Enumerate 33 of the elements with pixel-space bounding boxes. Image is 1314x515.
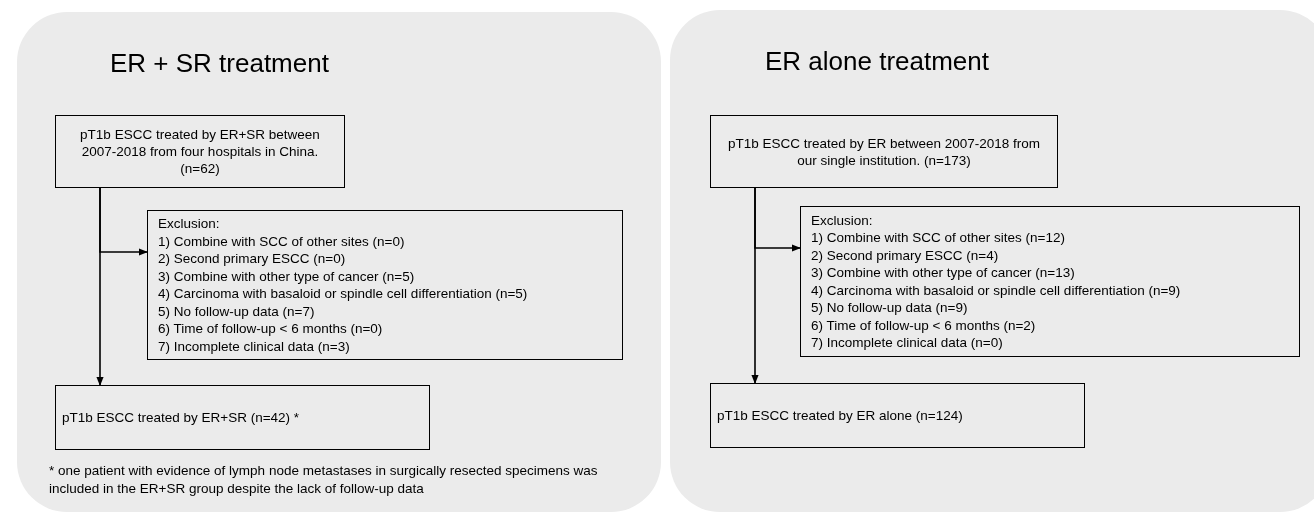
process-box — [55, 115, 345, 188]
box-text: pT1b ESCC treated by ER+SR (n=42) * — [62, 409, 300, 426]
list-item: 6) Time of follow-up < 6 months (n=0) — [158, 320, 384, 338]
process-box — [710, 115, 1058, 188]
list-item: 1) Combine with SCC of other sites (n=0) — [158, 232, 406, 250]
list-heading: Exclusion: — [811, 211, 874, 229]
panel-title: ER alone treatment — [765, 45, 989, 78]
box-text: pT1b ESCC treated by ER between 2007-2018 from our single institution. (n=173) — [726, 134, 1042, 169]
box-text: pT1b ESCC treated by ER alone (n=124) — [717, 407, 963, 424]
list-item: 4) Carcinoma with basaloid or spindle cell differentiation (n=5) — [158, 285, 529, 303]
footnote: * one patient with evidence of lymph node metastases in surgically resected specimens was included in the ER+SR group despite the lack of follow-up data — [49, 462, 599, 498]
list-item: 2) Second primary ESCC (n=0) — [158, 250, 347, 268]
list-item: 5) No follow-up data (n=9) — [811, 299, 969, 317]
arrow — [754, 187, 801, 252]
panel-background — [670, 10, 1314, 512]
list-item: 7) Incomplete clinical data (n=3) — [158, 337, 351, 355]
list-item: 3) Combine with other type of cancer (n=5) — [158, 267, 416, 285]
list-item: 2) Second primary ESCC (n=4) — [811, 246, 1000, 264]
list-item: 4) Carcinoma with basaloid or spindle cell differentiation (n=9) — [811, 281, 1182, 299]
panel-background — [17, 12, 661, 512]
arrow — [99, 187, 148, 256]
list-item: 3) Combine with other type of cancer (n=13) — [811, 264, 1076, 282]
list-item: 7) Incomplete clinical data (n=0) — [811, 334, 1004, 352]
panel-title: ER + SR treatment — [110, 47, 329, 80]
list-heading: Exclusion: — [158, 215, 221, 233]
list-item: 5) No follow-up data (n=7) — [158, 302, 316, 320]
box-text: pT1b ESCC treated by ER+SR between 2007-2018 from four hospitals in China. (n=62) — [79, 126, 321, 177]
exclusion-box — [800, 206, 1300, 357]
list-item: 6) Time of follow-up < 6 months (n=2) — [811, 316, 1037, 334]
list-item: 1) Combine with SCC of other sites (n=12) — [811, 229, 1066, 247]
exclusion-box — [147, 210, 623, 360]
process-box — [55, 385, 430, 450]
process-box — [710, 383, 1085, 448]
